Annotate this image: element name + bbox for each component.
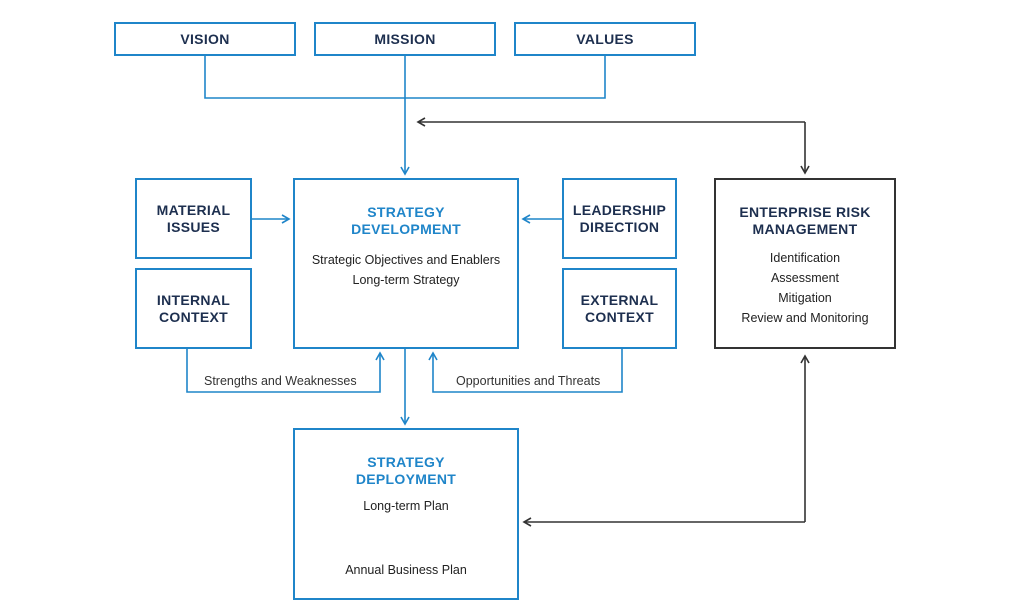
internal-context-label-line1: INTERNAL xyxy=(156,291,231,308)
long-term-plan-label: Long-term Plan xyxy=(363,499,449,513)
enterprise-risk-item: Assessment xyxy=(770,271,840,285)
external-context-label-line2: CONTEXT xyxy=(585,308,654,325)
leadership-direction-box: LEADERSHIP DIRECTION xyxy=(562,178,677,259)
vision-label: VISION xyxy=(180,30,230,47)
enterprise-risk-item: Identification xyxy=(769,251,841,265)
mission-box: MISSION xyxy=(314,22,496,56)
values-label: VALUES xyxy=(576,30,634,47)
external-context-box: EXTERNAL CONTEXT xyxy=(562,268,677,349)
strategy-development-box: STRATEGY DEVELOPMENT Strategic Objective… xyxy=(293,178,519,349)
internal-context-box: INTERNAL CONTEXT xyxy=(135,268,252,349)
annual-business-plan-label: Annual Business Plan xyxy=(345,563,467,577)
enterprise-risk-title-line1: ENTERPRISE RISK xyxy=(739,204,871,220)
external-context-label-line1: EXTERNAL xyxy=(580,291,659,308)
opportunities-threats-label: Opportunities and Threats xyxy=(456,374,601,388)
enterprise-risk-item: Mitigation xyxy=(778,291,832,305)
material-issues-label-line2: ISSUES xyxy=(166,218,221,235)
strategy-development-item: Strategic Objectives and Enablers xyxy=(311,253,501,267)
strategy-development-title-line1: STRATEGY xyxy=(367,204,445,220)
enterprise-risk-item: Review and Monitoring xyxy=(741,311,869,325)
strategy-development-item: Long-term Strategy xyxy=(352,273,460,287)
material-issues-box: MATERIAL ISSUES xyxy=(135,178,252,259)
values-box: VALUES xyxy=(514,22,696,56)
strategy-deployment-box: STRATEGY DEPLOYMENT Long-term Plan Annua… xyxy=(293,428,519,600)
strategy-deployment-title-line1: STRATEGY xyxy=(367,454,445,470)
enterprise-risk-management-box: ENTERPRISE RISK MANAGEMENT Identificatio… xyxy=(714,178,896,349)
material-issues-label-line1: MATERIAL xyxy=(156,201,231,218)
mission-label: MISSION xyxy=(374,30,436,47)
internal-context-label-line2: CONTEXT xyxy=(159,308,228,325)
strategy-development-title-line2: DEVELOPMENT xyxy=(351,221,461,237)
leadership-direction-label-line1: LEADERSHIP xyxy=(572,201,667,218)
strategy-deployment-title-line2: DEPLOYMENT xyxy=(355,471,457,487)
enterprise-risk-title-line2: MANAGEMENT xyxy=(752,221,858,237)
leadership-direction-label-line2: DIRECTION xyxy=(579,218,660,235)
strengths-weaknesses-label: Strengths and Weaknesses xyxy=(204,374,357,388)
vision-box: VISION xyxy=(114,22,296,56)
